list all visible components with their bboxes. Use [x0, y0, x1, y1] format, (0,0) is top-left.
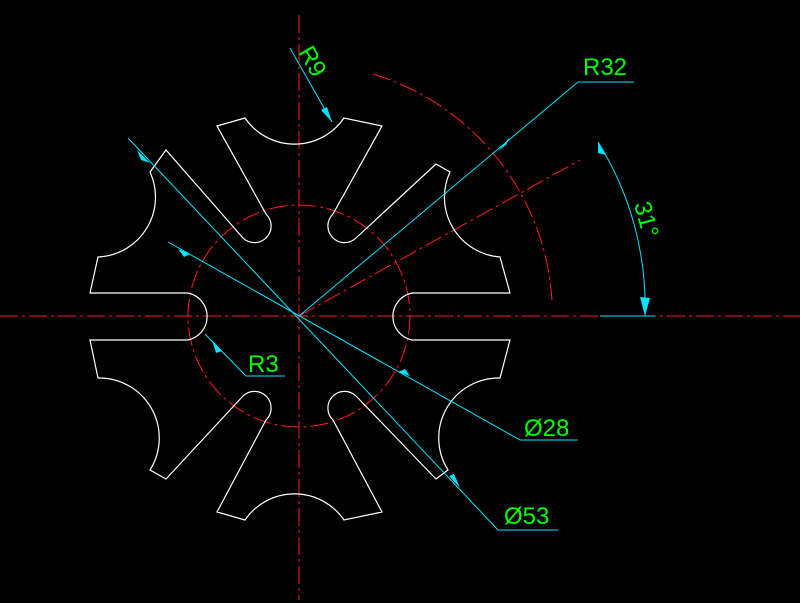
r9-arrow — [321, 107, 332, 122]
dimension-lines — [127, 47, 655, 531]
pitch-circle-d28 — [187, 204, 411, 428]
d53-arrow-bottom — [449, 474, 460, 488]
r3-leader — [204, 333, 247, 377]
d28-line — [167, 241, 521, 441]
dimension-labels: R9 R32 31° R3 Ø28 Ø53 — [248, 42, 664, 531]
angle-label: 31° — [628, 199, 663, 241]
d53-label: Ø53 — [504, 503, 549, 530]
d28-label: Ø28 — [524, 415, 569, 442]
d53-line — [127, 137, 499, 531]
d28-arrow-top — [178, 249, 190, 257]
top-tooth — [89, 117, 511, 521]
r32-arc — [372, 73, 553, 301]
angle-ref-line — [298, 159, 581, 317]
d53-arrow-top — [137, 150, 150, 163]
angle-arc — [597, 141, 646, 317]
r3-label: R3 — [248, 351, 279, 378]
r32-label: R32 — [583, 54, 627, 81]
arrowheads — [137, 107, 650, 488]
part-outline — [89, 117, 511, 521]
centerlines — [0, 15, 800, 600]
angle-arrow-bottom — [640, 297, 650, 316]
d28-arrow-bottom — [398, 369, 410, 376]
angle-arrow-top — [598, 142, 606, 155]
r32-leader — [298, 81, 579, 317]
r32-arrow — [498, 137, 510, 151]
r3-arrow — [212, 340, 222, 353]
